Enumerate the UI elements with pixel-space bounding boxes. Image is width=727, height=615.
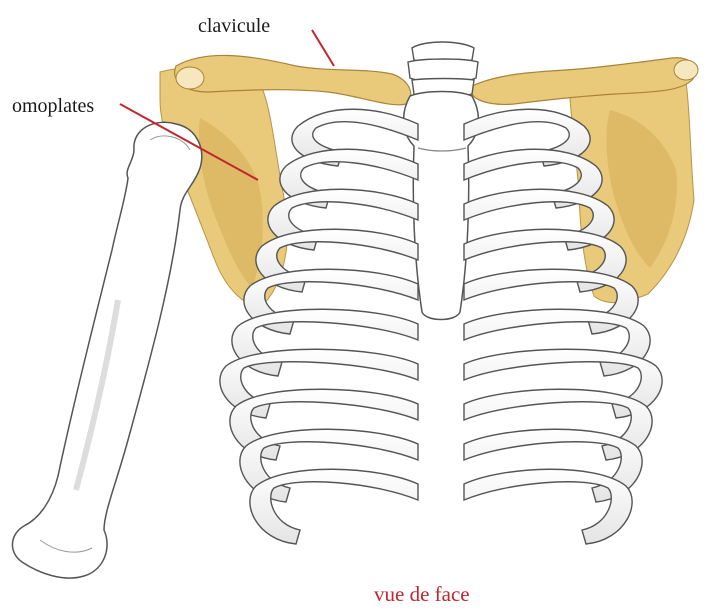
clavicule-leader-line [312, 30, 334, 66]
acromion-joint-right [674, 60, 698, 80]
acromion-joint-left [176, 67, 204, 89]
rib-right-10 [464, 469, 632, 544]
clavicule-label: clavicule [198, 16, 270, 36]
omoplates-label: omoplates [12, 96, 94, 116]
cervical-vertebrae [408, 42, 478, 97]
view-caption: vue de face [374, 584, 470, 605]
rib-left-10 [250, 469, 418, 544]
humerus [12, 122, 201, 578]
